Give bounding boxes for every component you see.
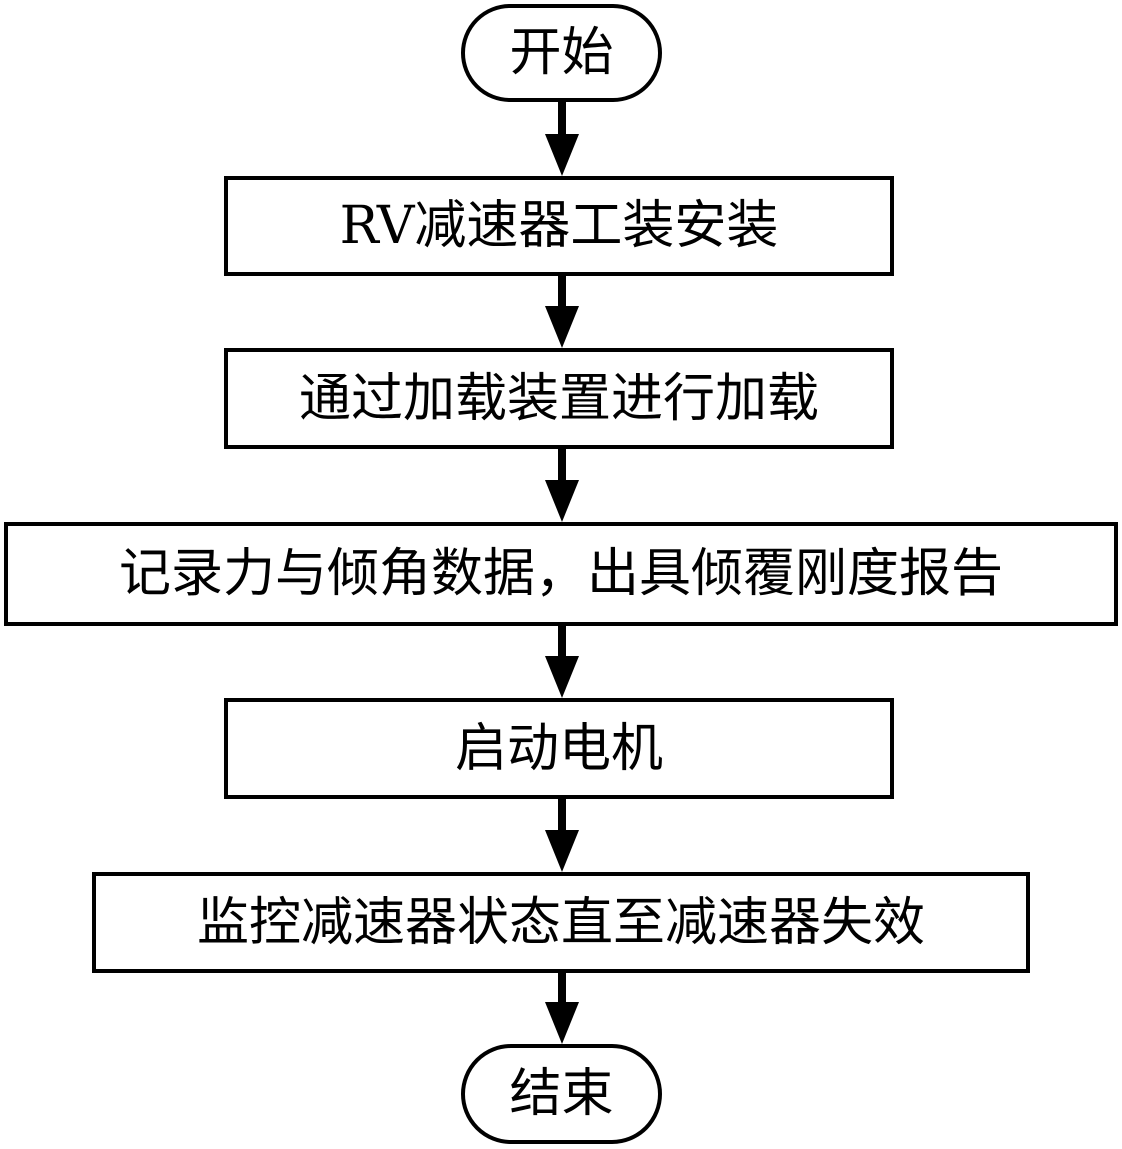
start-terminal: 开始 xyxy=(461,4,662,102)
step-record-data-report: 记录力与倾角数据，出具倾覆刚度报告 xyxy=(4,522,1118,626)
step-apply-load-label: 通过加载装置进行加载 xyxy=(298,368,819,429)
arrow-start-to-step1 xyxy=(545,102,579,176)
step-fixture-installation: RV减速器工装安装 xyxy=(224,176,894,276)
arrow-step4-to-step5 xyxy=(545,799,579,872)
step-start-motor-label: 启动电机 xyxy=(454,718,663,779)
step-record-data-report-label: 记录力与倾角数据，出具倾覆刚度报告 xyxy=(118,544,1003,604)
step-fixture-installation-label: RV减速器工装安装 xyxy=(339,196,779,256)
step-monitor-until-failure-label: 监控减速器状态直至减速器失效 xyxy=(196,892,925,953)
arrow-step2-to-step3 xyxy=(545,449,579,522)
step-start-motor: 启动电机 xyxy=(224,698,894,799)
arrow-step5-to-end xyxy=(545,973,579,1044)
arrow-step1-to-step2 xyxy=(545,276,579,348)
end-label: 结束 xyxy=(509,1064,614,1124)
end-terminal: 结束 xyxy=(461,1044,662,1144)
step-monitor-until-failure: 监控减速器状态直至减速器失效 xyxy=(92,872,1030,973)
step-apply-load: 通过加载装置进行加载 xyxy=(224,348,894,449)
start-label: 开始 xyxy=(509,23,614,83)
arrow-step3-to-step4 xyxy=(545,626,579,698)
